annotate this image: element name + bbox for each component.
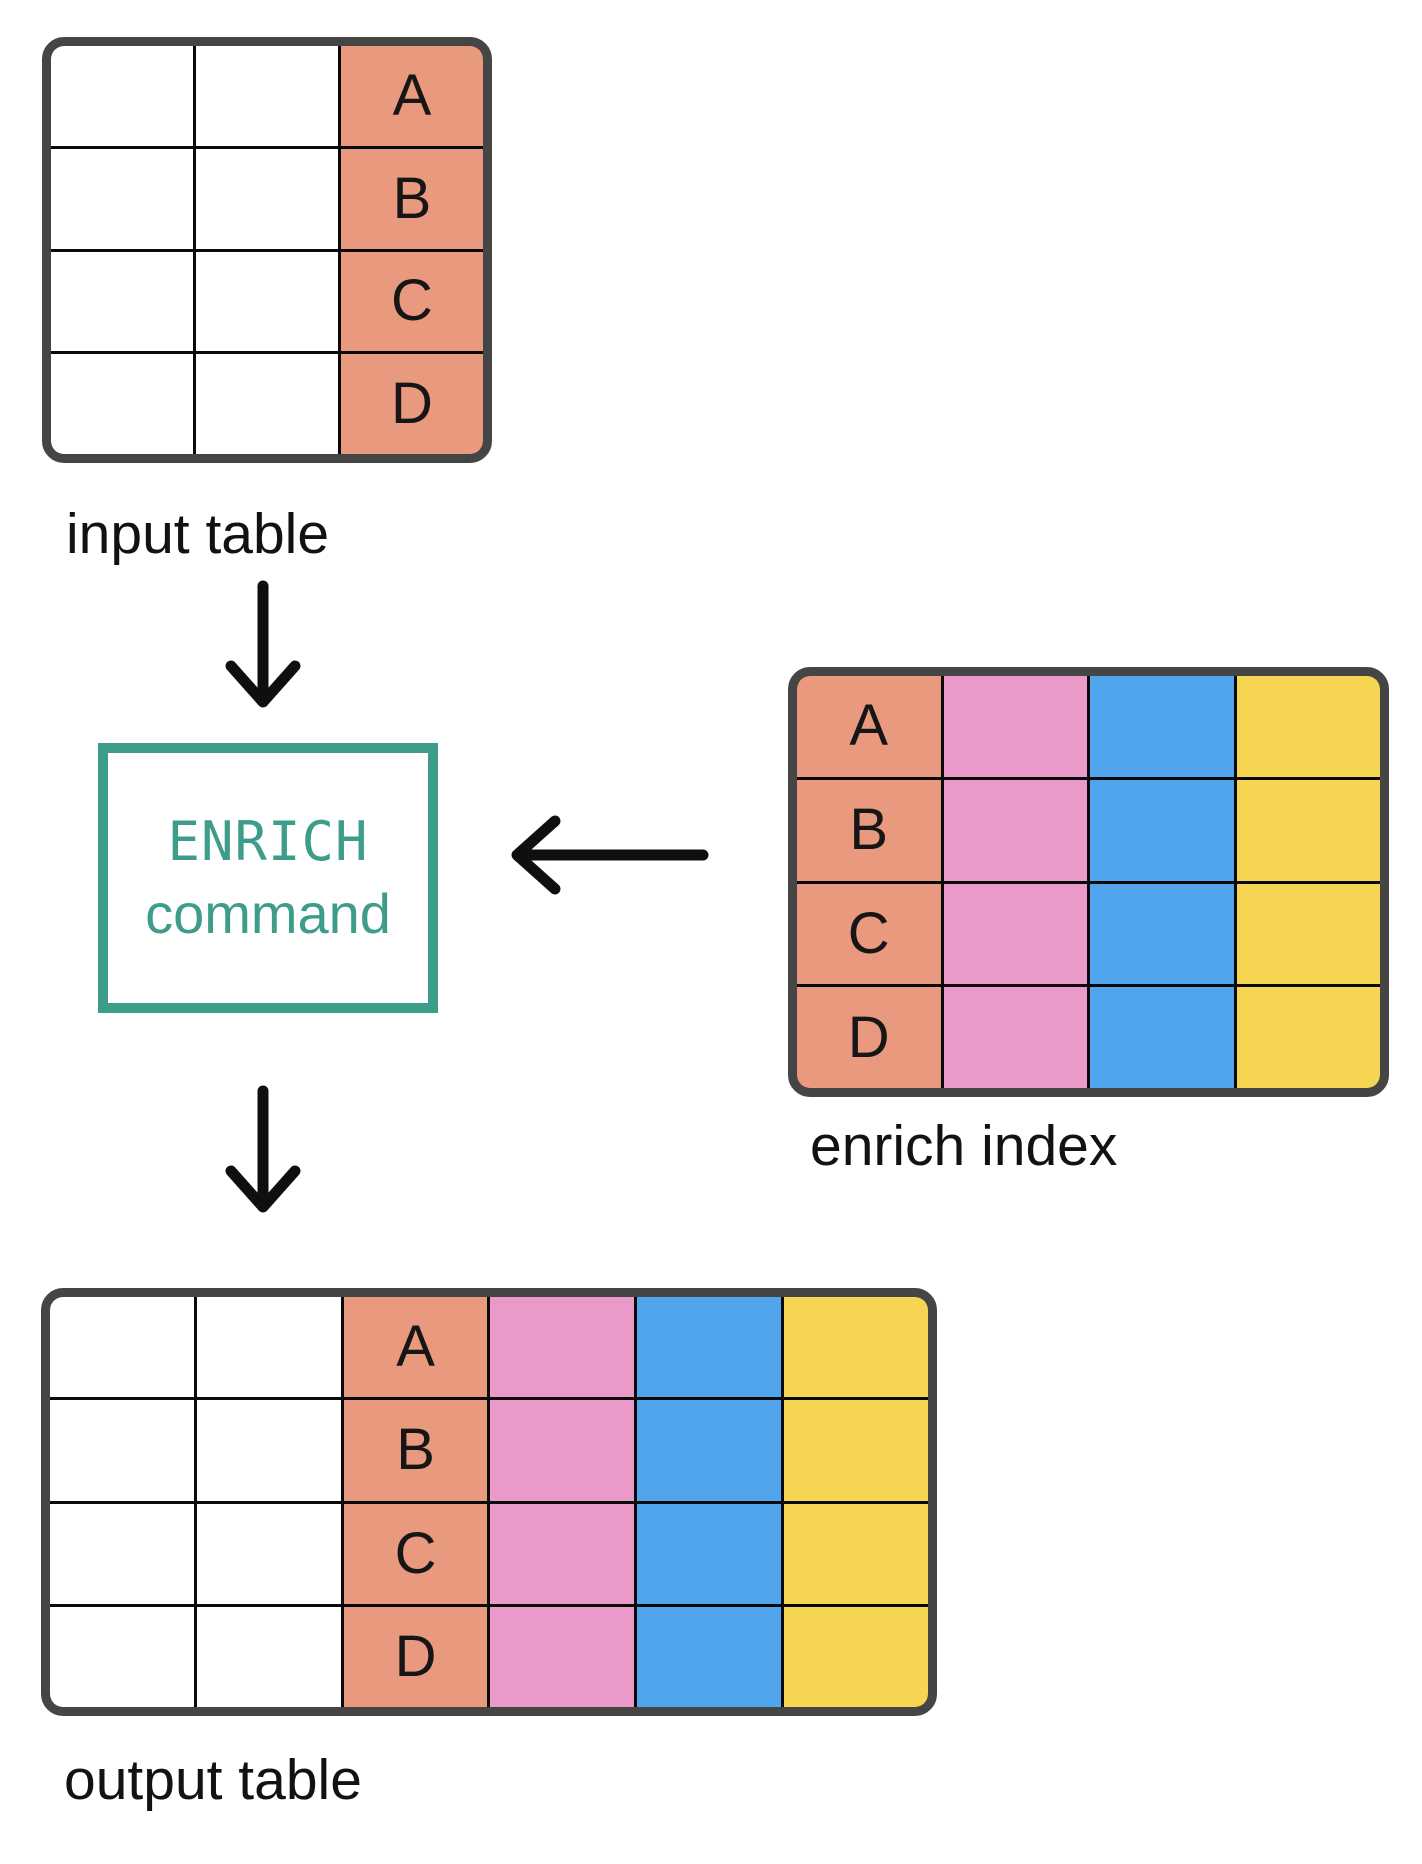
enrich-index-label: enrich index xyxy=(810,1114,1118,1178)
table-cell-empty xyxy=(196,1400,341,1501)
input-table: A B C D xyxy=(42,37,492,463)
arrow-down-input-to-command-icon xyxy=(225,580,301,708)
input-table-label: input table xyxy=(66,502,330,566)
table-cell-key: D xyxy=(343,1606,488,1707)
table-cell-blue xyxy=(637,1503,782,1604)
table-cell-yellow xyxy=(784,1503,928,1604)
table-cell-key: B xyxy=(343,1400,488,1501)
table-cell-key: C xyxy=(341,251,483,352)
table-cell-empty xyxy=(196,354,338,454)
table-cell-key: C xyxy=(343,1503,488,1604)
table-cell-key: B xyxy=(797,779,941,881)
table-cell-key: C xyxy=(797,883,941,985)
table-cell-empty xyxy=(51,354,193,454)
table-cell-empty xyxy=(196,1606,341,1707)
table-cell-blue xyxy=(637,1606,782,1707)
table-cell-pink xyxy=(490,1297,635,1398)
table-cell-empty xyxy=(50,1297,194,1398)
table-cell-blue xyxy=(1090,883,1234,985)
table-cell-yellow xyxy=(1236,987,1380,1088)
table-cell-empty xyxy=(51,251,193,352)
table-cell-yellow xyxy=(1236,883,1380,985)
table-cell-yellow xyxy=(1236,779,1380,881)
enrich-command-box: ENRICH command xyxy=(98,743,438,1013)
table-cell-empty xyxy=(196,46,338,146)
table-cell-empty xyxy=(196,251,338,352)
table-cell-pink xyxy=(490,1606,635,1707)
table-cell-pink xyxy=(943,987,1087,1088)
table-cell-yellow xyxy=(784,1606,928,1707)
table-cell-key: D xyxy=(341,354,483,454)
enrich-index-table: A B C D xyxy=(788,667,1389,1097)
enrich-command-word: command xyxy=(145,882,391,945)
table-cell-blue xyxy=(1090,987,1234,1088)
table-cell-yellow xyxy=(784,1297,928,1398)
table-cell-blue xyxy=(1090,676,1234,777)
table-cell-empty xyxy=(50,1606,194,1707)
table-cell-empty xyxy=(196,148,338,249)
table-cell-key: A xyxy=(341,46,483,146)
table-cell-key: D xyxy=(797,987,941,1088)
table-cell-empty xyxy=(51,46,193,146)
table-cell-pink xyxy=(943,883,1087,985)
output-table: A B C D xyxy=(41,1288,937,1716)
table-cell-empty xyxy=(51,148,193,249)
table-cell-empty xyxy=(196,1503,341,1604)
output-table-label: output table xyxy=(64,1748,362,1812)
arrow-left-index-to-command-icon xyxy=(511,815,709,895)
table-cell-pink xyxy=(943,779,1087,881)
table-cell-yellow xyxy=(784,1400,928,1501)
table-cell-yellow xyxy=(1236,676,1380,777)
table-cell-pink xyxy=(490,1503,635,1604)
table-cell-empty xyxy=(50,1503,194,1604)
table-cell-key: A xyxy=(343,1297,488,1398)
enrich-command-keyword: ENRICH xyxy=(167,810,369,873)
table-cell-key: B xyxy=(341,148,483,249)
table-cell-pink xyxy=(490,1400,635,1501)
arrow-down-command-to-output-icon xyxy=(225,1085,301,1213)
table-cell-pink xyxy=(943,676,1087,777)
table-cell-blue xyxy=(1090,779,1234,881)
table-cell-empty xyxy=(50,1400,194,1501)
table-cell-empty xyxy=(196,1297,341,1398)
table-cell-key: A xyxy=(797,676,941,777)
table-cell-blue xyxy=(637,1400,782,1501)
table-cell-blue xyxy=(637,1297,782,1398)
